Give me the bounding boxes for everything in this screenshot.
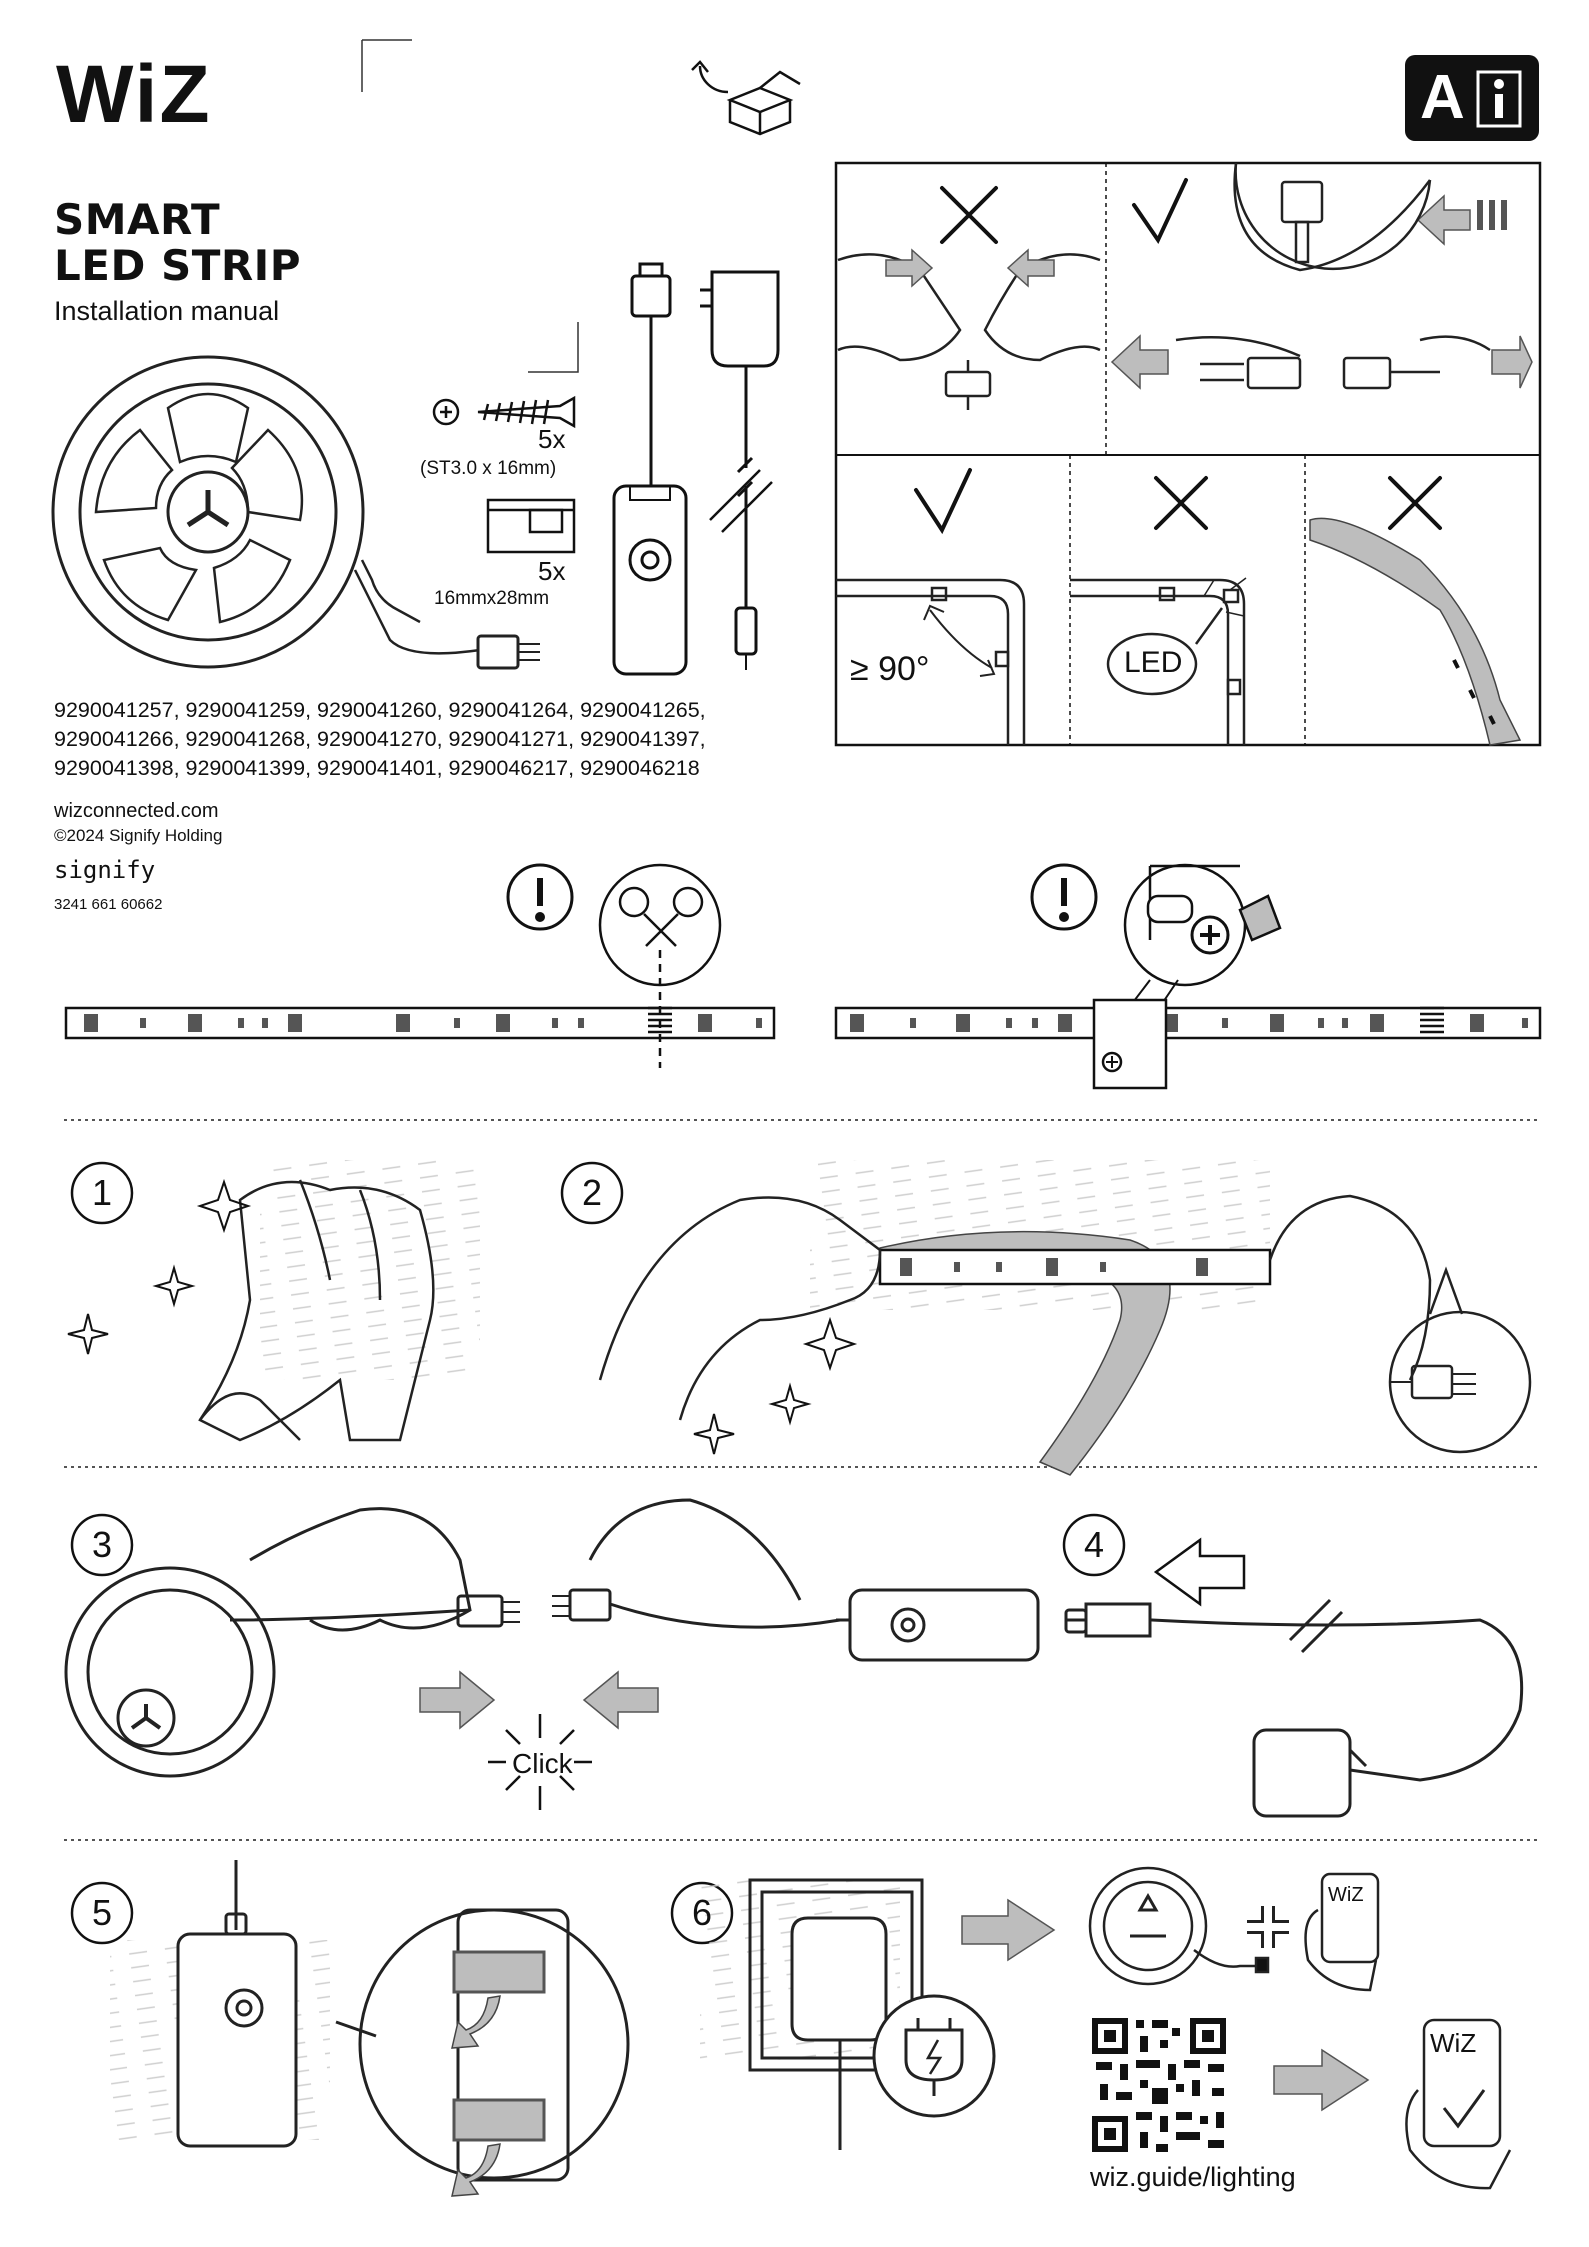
click-label: Click <box>512 1748 573 1779</box>
controller-icon <box>612 262 688 676</box>
product-title-line2: LED STRIP <box>54 241 302 290</box>
screw-size: (ST3.0 x 16mm) <box>420 458 557 479</box>
manual-subtitle: Installation manual <box>54 296 280 326</box>
model-numbers: 9290041257, 9290041259, 9290041260, 9290… <box>54 698 706 780</box>
website: wizconnected.com <box>54 800 219 822</box>
led-strip <box>64 1006 1542 1040</box>
led-label: LED <box>1124 646 1183 679</box>
unbox-icon <box>691 60 801 136</box>
mounting-clip-icon <box>486 498 576 554</box>
scissors-icon <box>598 863 722 987</box>
cross-icon <box>1388 476 1442 530</box>
wiz-logo: WiZ <box>56 49 212 140</box>
qr-code <box>1090 2016 1228 2154</box>
clip-quantity: 5x <box>538 556 566 586</box>
cross-icon <box>940 186 998 244</box>
power-adapter-icon <box>700 270 780 670</box>
led-strip-reel <box>51 355 540 670</box>
info-badge-letter: A <box>1420 63 1465 132</box>
wiz-app-label-small: WiZ <box>1328 1884 1364 1906</box>
wiz-app-label: WiZ <box>1430 2028 1477 2058</box>
step-1-number: 1 <box>92 1172 113 1213</box>
step-3-number: 3 <box>92 1524 113 1565</box>
product-title-line1: SMART <box>54 195 221 244</box>
angle-label: ≥ 90° <box>850 650 930 688</box>
copyright: ©2024 Signify Holding <box>54 826 223 845</box>
step-4-number: 4 <box>1084 1524 1105 1565</box>
check-icon <box>914 468 972 535</box>
signify-logo: signify <box>54 856 156 884</box>
check-icon <box>1132 178 1188 245</box>
screw-icon <box>1123 863 1282 987</box>
step-6-number: 6 <box>692 1892 713 1933</box>
step-2-number: 2 <box>582 1172 603 1213</box>
screw-icon <box>432 395 576 429</box>
manual-info-icon <box>1405 55 1539 141</box>
tips-panel <box>834 161 1542 747</box>
clip-size: 16mmx28mm <box>434 588 550 609</box>
warning-icon <box>506 863 574 931</box>
qr-url[interactable]: wiz.guide/lighting <box>1090 2162 1296 2192</box>
step-5-number: 5 <box>92 1892 113 1933</box>
plug-icon <box>904 2018 964 2096</box>
warning-icon <box>1030 863 1098 931</box>
document-code: 3241 661 60662 <box>54 896 163 913</box>
cross-icon <box>1154 476 1208 530</box>
screw-quantity: 5x <box>538 424 566 454</box>
